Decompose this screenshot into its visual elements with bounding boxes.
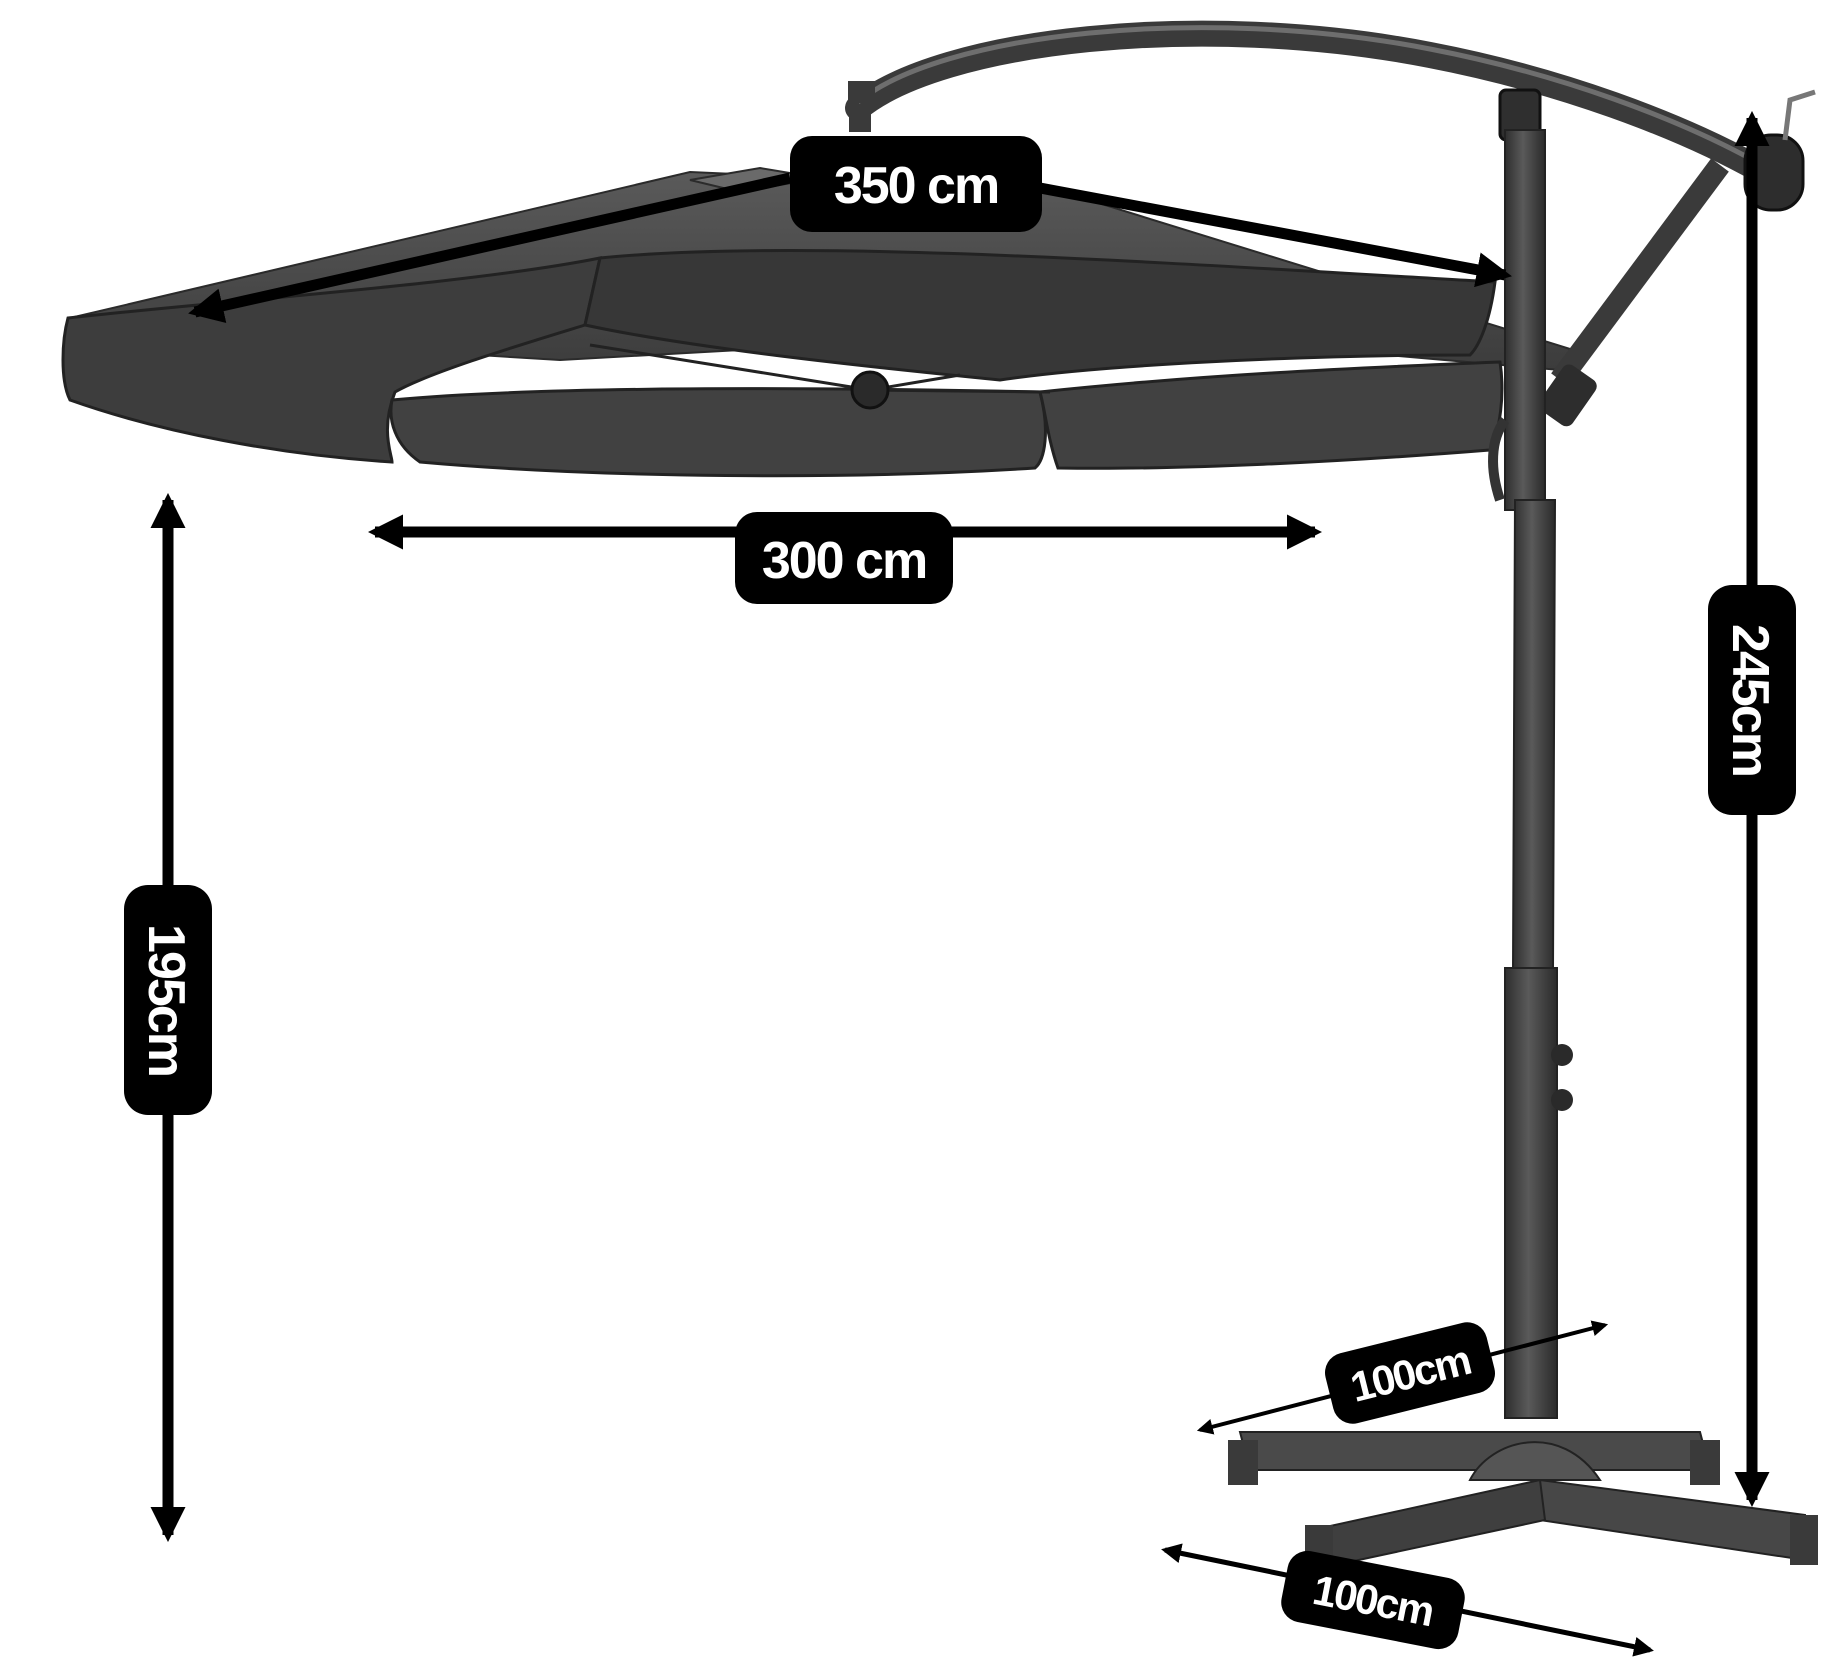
pole-knob-1	[1551, 1044, 1573, 1066]
canopy-flap-2	[1038, 360, 1504, 470]
arm-curve	[845, 20, 1773, 183]
cantilever-arm	[845, 20, 1816, 427]
canopy-hub	[850, 370, 890, 410]
base-foot-back	[1790, 1515, 1818, 1565]
base-foot-right	[1690, 1440, 1720, 1485]
arrow-canopy-span-left	[188, 172, 792, 323]
label-canopy-bottom-text: 300 cm	[762, 532, 926, 590]
base-arm-back	[1238, 1431, 1712, 1471]
label-total-height: 245cm	[1708, 585, 1796, 815]
label-clearance-height-text: 195cm	[137, 924, 195, 1076]
arm-highlight	[856, 25, 1762, 167]
label-canopy-bottom: 300 cm	[735, 512, 953, 604]
base-foot-left	[1228, 1440, 1258, 1485]
crank-handle	[1782, 89, 1816, 141]
support-strut	[1551, 158, 1729, 387]
base-hub	[1468, 1441, 1602, 1481]
arrow-canopy-span-right	[1038, 182, 1512, 288]
arm-hook	[848, 81, 875, 132]
base-arm-front	[1311, 1478, 1547, 1572]
pole	[1488, 129, 1573, 1419]
label-canopy-span: 350 cm	[790, 136, 1042, 232]
pole-handle	[1488, 417, 1510, 502]
label-total-height-text: 245cm	[1721, 624, 1779, 776]
canopy-panel-center	[583, 248, 1497, 382]
canopy-flap-1	[389, 387, 1047, 478]
pole-upper	[1504, 129, 1546, 511]
dimension-arrows	[150, 110, 1770, 1657]
label-canopy-span-text: 350 cm	[834, 157, 998, 215]
pole-knob-2	[1551, 1089, 1573, 1111]
strut-joint	[1538, 364, 1597, 427]
base-arm-right	[1539, 1478, 1806, 1562]
label-base-depth: 100cm	[1325, 1322, 1495, 1424]
label-clearance-height: 195cm	[124, 885, 212, 1115]
label-base-width: 100cm	[1281, 1550, 1465, 1650]
pole-main	[1511, 499, 1557, 971]
